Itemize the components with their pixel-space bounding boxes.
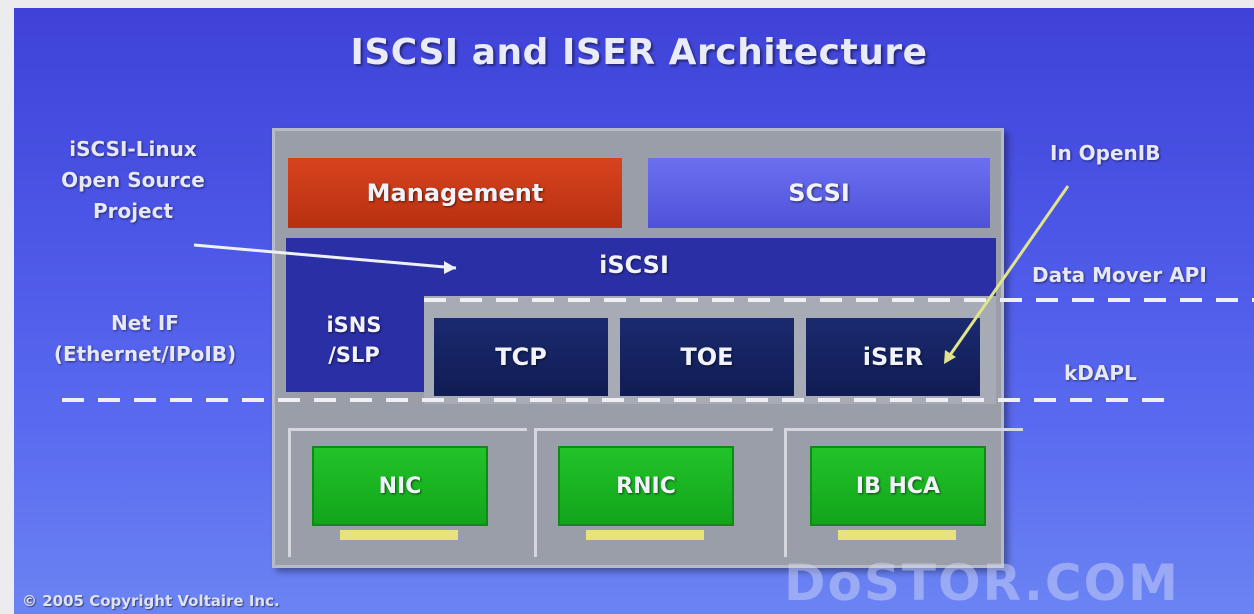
adapter-slot-ib-hca	[784, 428, 1023, 557]
connector-overlay	[62, 185, 1254, 402]
rnic-connector	[586, 530, 704, 540]
net-if-annotation: Net IF (Ethernet/IPoIB)	[14, 308, 276, 370]
management-block: Management	[288, 158, 622, 228]
iscsi-linux-line2: Open Source	[61, 168, 205, 192]
rnic-card: RNIC	[558, 446, 734, 526]
slp-label: /SLP	[328, 343, 380, 367]
net-if-line2: (Ethernet/IPoIB)	[53, 342, 237, 366]
ib-hca-card: IB HCA	[810, 446, 986, 526]
slide: ISCSI and ISER Architecture Management S…	[14, 8, 1254, 614]
iscsi-linux-arrowhead	[444, 261, 456, 274]
iscsi-linux-annotation: iSCSI-Linux Open Source Project	[14, 134, 252, 227]
openib-pointer	[946, 185, 1070, 359]
data-mover-api-annotation: Data Mover API	[1032, 263, 1207, 287]
net-if-line1: Net IF	[111, 311, 179, 335]
iscsi-linux-line1: iSCSI-Linux	[69, 137, 197, 161]
nic-connector	[340, 530, 458, 540]
iscsi-label: iSCSI	[599, 251, 669, 279]
nic-card: NIC	[312, 446, 488, 526]
isns-slp-block: iSNS /SLP	[286, 288, 422, 392]
ib-hca-connector	[838, 530, 956, 540]
iscsi-linux-pointer	[193, 243, 457, 270]
openib-arrowhead	[944, 350, 956, 364]
toe-block: TOE	[620, 318, 794, 396]
iscsi-linux-line3: Project	[92, 199, 174, 223]
isns-label: iSNS	[326, 313, 382, 337]
watermark: DoSTOR.COM	[784, 554, 1180, 612]
copyright-notice: © 2005 Copyright Voltaire Inc.	[22, 592, 280, 610]
in-openib-annotation: In OpenIB	[1050, 141, 1161, 165]
scsi-block: SCSI	[648, 158, 990, 228]
tcp-block: TCP	[434, 318, 608, 396]
diagram-title: ISCSI and ISER Architecture	[350, 32, 928, 73]
adapter-slot-nic	[288, 428, 527, 557]
adapter-slot-rnic	[534, 428, 773, 557]
kdapl-annotation: kDAPL	[1064, 361, 1137, 385]
